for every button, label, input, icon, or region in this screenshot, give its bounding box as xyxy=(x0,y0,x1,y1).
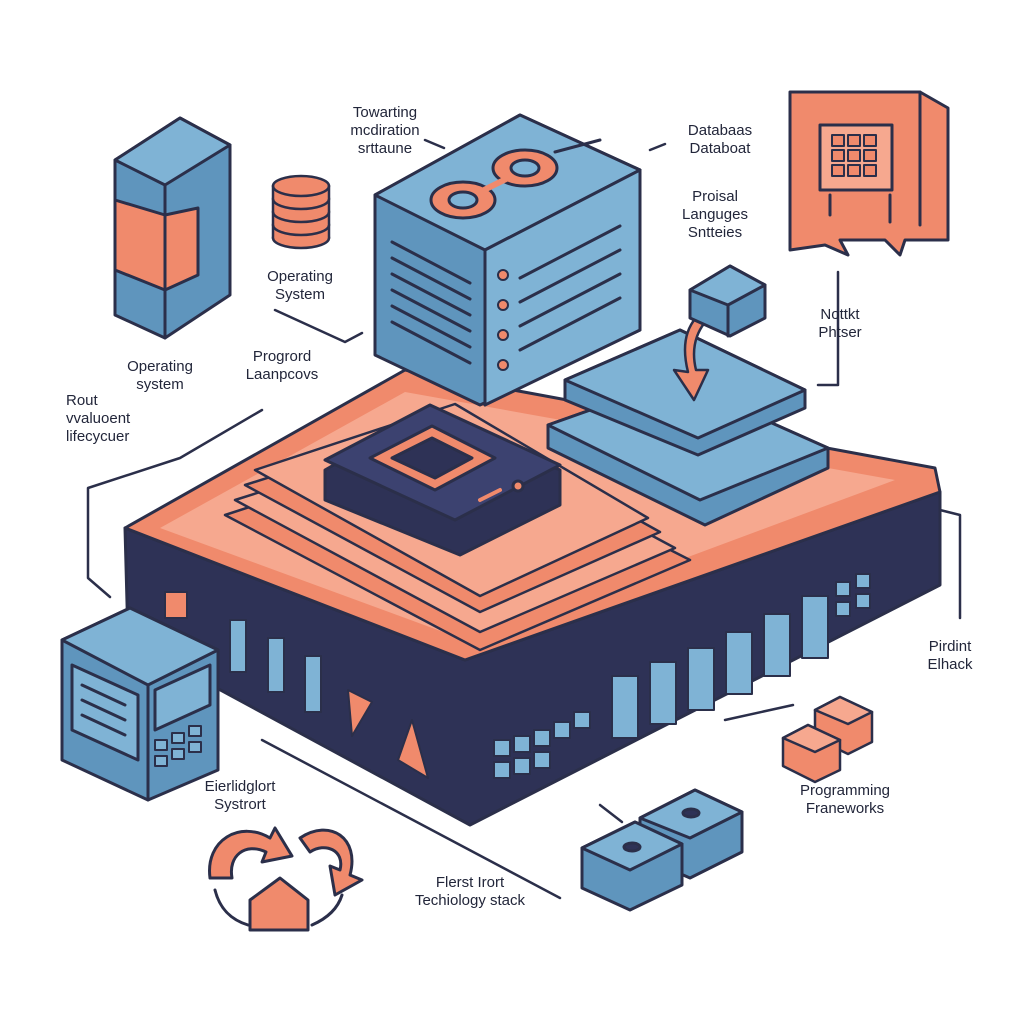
label-line: Operating xyxy=(127,358,193,375)
label-line: Franeworks xyxy=(805,800,885,817)
label-line: Nottkt xyxy=(820,306,860,323)
label-line: srttaune xyxy=(357,140,413,157)
label-line: Elhack xyxy=(927,656,973,673)
blue-plates-icon xyxy=(546,328,830,527)
server-cube-icon xyxy=(373,113,642,407)
label-line: Sntteies xyxy=(687,224,743,241)
cpu-chip-icon xyxy=(323,403,562,557)
label-towarting: Towarting mcdiration srttaune xyxy=(320,104,450,158)
label-line: Pirdint xyxy=(928,638,972,655)
label-line: Flerst Irort xyxy=(435,874,505,891)
label-line: lifecycuer xyxy=(66,428,130,445)
label-progrord: Progrord Laanpcovs xyxy=(232,348,332,384)
label-line: System xyxy=(274,286,325,303)
label-technology-stack: Flerst Irort Techiology stack xyxy=(390,874,550,910)
label-operating-system-top: Operating System xyxy=(250,268,350,304)
label-nottkt: Nottkt Phtser xyxy=(790,306,890,342)
label-proisal: Proisal Languges Sntteies xyxy=(660,188,770,242)
label-line: Proisal xyxy=(692,188,738,205)
small-cube-icon xyxy=(688,264,767,338)
label-line: Towarting xyxy=(352,104,418,121)
label-line: Systrort xyxy=(214,796,266,813)
label-line: Phtser xyxy=(818,324,862,341)
server-tower-icon xyxy=(113,116,232,340)
coin-stack-icon xyxy=(271,174,331,250)
label-line: Operating xyxy=(267,268,333,285)
platform-windows xyxy=(229,573,871,779)
label-line: mcdiration xyxy=(350,122,420,139)
label-line: system xyxy=(136,376,184,393)
label-line: Languges xyxy=(682,206,748,223)
label-line: Laanpcovs xyxy=(245,366,319,383)
label-eierlidglort: Eierlidglort Systrort xyxy=(185,778,295,814)
brick-blocks-icon xyxy=(781,695,874,784)
label-line: Progrord xyxy=(252,348,312,365)
label-line: Eierlidglort xyxy=(204,778,276,795)
warning-triangles xyxy=(164,591,429,779)
computer-case-icon xyxy=(60,606,220,802)
label-operating-system-left: Operating system xyxy=(110,358,210,394)
refresh-arrows-icon xyxy=(208,826,364,932)
label-line: vvaluoent xyxy=(66,410,131,427)
connector-lines xyxy=(86,138,962,900)
label-rout: Rout vvaluoent lifecycuer xyxy=(66,392,176,446)
label-databas: Databaas Databoat xyxy=(665,122,775,158)
label-line: Programming xyxy=(799,782,891,799)
tablet-chart-icon xyxy=(788,90,950,257)
disk-modules-icon xyxy=(580,788,744,912)
label-programming-frameworks: Programming Franeworks xyxy=(780,782,910,818)
label-line: Techiology stack xyxy=(414,892,526,909)
label-pirdint: Pirdint Elhack xyxy=(905,638,995,674)
label-line: Rout xyxy=(66,392,98,409)
label-line: Databoat xyxy=(689,140,751,157)
label-line: Databaas xyxy=(687,122,753,139)
